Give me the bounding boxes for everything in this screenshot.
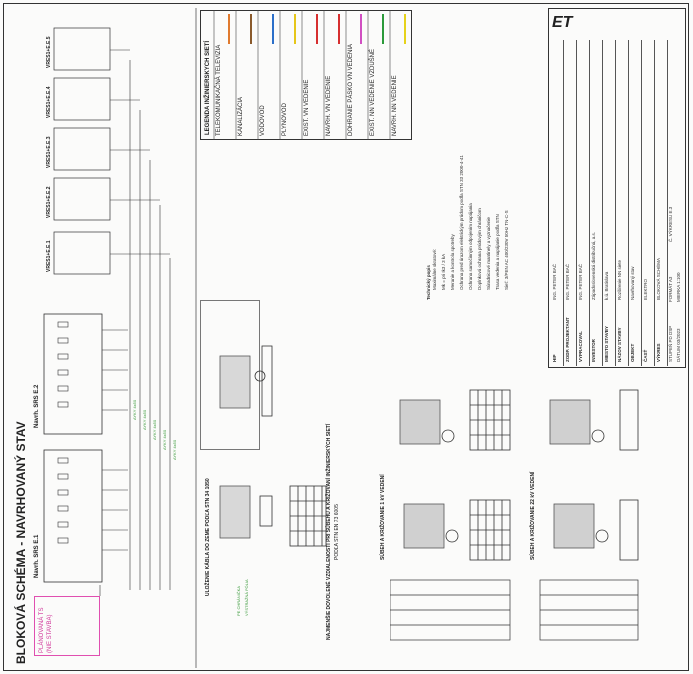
title-row-label: HIP — [552, 354, 557, 362]
title-row-value: ING. PETER BAČ — [552, 263, 557, 300]
title-row-value: ING. PETER BAČ — [565, 263, 570, 300]
title-row-divider — [628, 40, 629, 366]
svg-text:AYKY 4x50: AYKY 4x50 — [142, 409, 147, 430]
title-meta-item: MIERKA 1:100 — [676, 272, 681, 302]
title-row-value: k.ú. Bratislava — [604, 271, 609, 300]
distances-norm: PODĽA STN EN 73 6005 — [334, 504, 340, 560]
note-line: Sieť: 3/PEN AC 400/230V 50Hz TN-C-S — [504, 210, 509, 290]
note-line: Ochrana pred úrazom elektrickým prúdom p… — [459, 155, 464, 290]
switchboard-label-1: Navrh. SRS E.1 — [34, 534, 40, 578]
sheet-frame — [3, 3, 689, 671]
title-row-label: VYPRACOVAL — [578, 331, 583, 362]
title-row-value: Západoslovenská distribučná, a.s. — [591, 231, 596, 300]
legend-line-sample — [294, 14, 296, 44]
legend-label: PLYNOVOD — [282, 103, 288, 136]
title-row-label: OBJEKT — [630, 343, 635, 362]
svg-text:AYKY 4x50: AYKY 4x50 — [132, 399, 137, 420]
title-meta-item: Č. VÝKRESU E.3 — [668, 206, 673, 242]
legend-line-sample — [360, 14, 362, 44]
legend-line-sample — [272, 14, 274, 44]
legend-label: NAVRH. VN VEDENIE — [326, 75, 332, 136]
planned-ts-box: PLÁNOVANÁ TS (NIE STAVBA) — [34, 596, 100, 656]
cable-section-drawing — [200, 300, 260, 450]
title-row-divider — [576, 40, 577, 366]
legend-line-sample — [338, 14, 340, 44]
crossing-1kv-title: SÚBEH A KRIŽOVANIE 1 kV VEDENÍ — [380, 474, 386, 560]
title-row-label: NÁZOV STAVBY — [617, 327, 622, 362]
note-line: Súradnicové mantinely a vyznačenie — [486, 216, 491, 290]
legend-line-sample — [228, 14, 230, 44]
title-row-divider — [641, 40, 642, 366]
svg-text:PE CHRÁNIČKA: PE CHRÁNIČKA — [236, 586, 241, 616]
svg-text:AYKY 4x50: AYKY 4x50 — [152, 419, 157, 440]
title-block — [548, 8, 686, 368]
title-row-label: INVESTOR — [591, 339, 596, 362]
meter-box-label-1: VRES1+E.E.1 — [46, 240, 52, 272]
svg-text:AYKY 4x50: AYKY 4x50 — [172, 439, 177, 460]
title-row-value: Rozšírenie NN siete — [617, 259, 622, 300]
legend-label: VODOVOD — [260, 105, 266, 136]
svg-text:AYKY 4x50: AYKY 4x50 — [162, 429, 167, 450]
legend-line-sample — [382, 14, 384, 44]
title-row-divider — [654, 40, 655, 366]
title-row-value: ING. PETER BAČ — [578, 263, 583, 300]
title-row-value: Navrhovaný stav — [630, 266, 635, 300]
title-meta-item: DÁTUM 03/2023 — [676, 328, 681, 362]
note-line: Doplnková ochrana prúdovým chráničom — [477, 208, 482, 290]
legend-label: TELEKOMUNIKAČNÁ TELEVIZIA — [216, 44, 222, 136]
title-row-label: ZODP. PROJEKTANT — [565, 317, 570, 362]
note-line: Ochrana samočinným odpojením napájania — [468, 203, 473, 290]
meter-box-label-5: VRES1+E.E.5 — [46, 36, 52, 68]
legend-line-sample — [250, 14, 252, 44]
title-row-divider — [667, 40, 668, 366]
legend-label: EXIST. NN VEDENIE VZDUŠNÉ — [370, 48, 376, 136]
note-line: Maximálne skratové: — [432, 248, 437, 290]
notes-heading: Technický popis — [426, 265, 431, 300]
legend-label: KANALIZÁCIA — [238, 96, 244, 136]
title-row-divider — [563, 40, 564, 366]
legend-line-sample — [404, 14, 406, 44]
company-logo: ET — [552, 14, 573, 31]
trench-drawings: PE CHRÁNIČKA VÝSTRAŽNÁ FÓLIA — [219, 345, 327, 616]
crossing-drawings — [390, 389, 639, 641]
title-row-label: VÝKRES — [656, 343, 661, 362]
note-line: Meranie a kontrola spotreby — [450, 234, 455, 290]
note-line: Mk = pri Ik3 / 3 kA — [441, 253, 446, 290]
notes-block: Technický popis — [420, 0, 540, 674]
switchboard-label-2: Navrh. SRS E.2 — [34, 384, 40, 428]
title-row-divider — [589, 40, 590, 366]
legend-table: LEGENDA INŽINIERSKYCH SIETÍ — [200, 10, 412, 140]
legend-line-sample — [316, 14, 318, 44]
title-row-value: ELEKTRO — [643, 278, 648, 300]
title-row-divider — [602, 40, 603, 366]
title-row-divider — [615, 40, 616, 366]
legend-grid — [213, 10, 391, 140]
legend-label: DOHRANIE PÁSKO VN VEDENIA — [348, 43, 354, 136]
distances-title: NAJMENŠIE DOVOLENÉ VZDIALENOSTI PRI SÚBE… — [326, 423, 332, 640]
title-row-label: ČASŤ — [643, 349, 648, 362]
legend-label: EXIST. VN VEDENIE — [304, 79, 310, 136]
meter-box-label-2: VRES1+E.E.2 — [46, 186, 52, 218]
legend-label: NAVRH. NN VEDENIE — [392, 75, 398, 136]
note-line: Trasa vedenia a napájanie podľa STN — [495, 214, 500, 290]
meter-box-label-4: VRES1+E.E.4 — [46, 86, 52, 118]
title-meta-item: FORMÁT A3 — [668, 276, 673, 302]
svg-text:VÝSTRAŽNÁ FÓLIA: VÝSTRAŽNÁ FÓLIA — [244, 579, 249, 616]
meter-box-label-3: VRES1+E.E.3 — [46, 136, 52, 168]
title-row-value: BLOKOVÁ SCHÉMA — [656, 257, 661, 300]
title-meta-item: STUPEŇ PD DSP — [668, 325, 673, 362]
title-row-label: MIESTO STAVBY — [604, 325, 609, 362]
